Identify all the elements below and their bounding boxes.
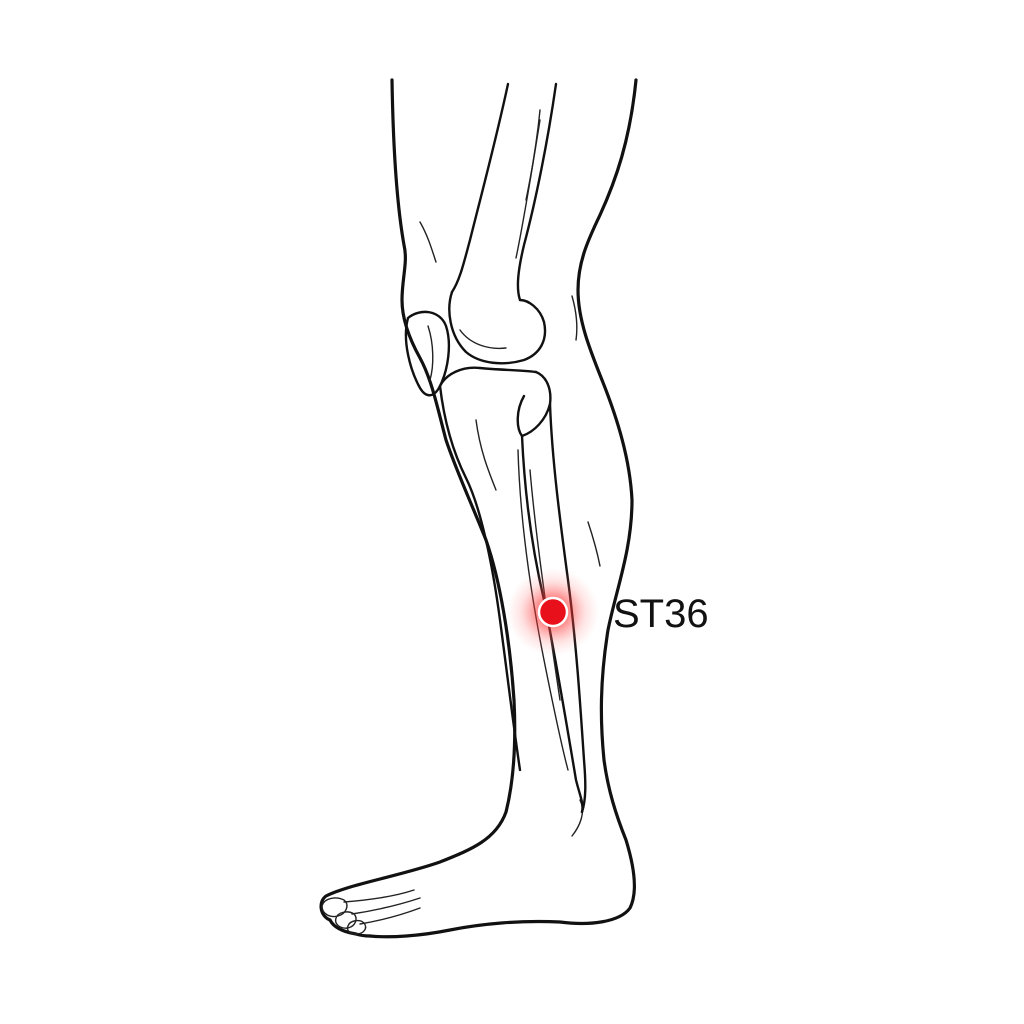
tibia-plateau [438, 366, 538, 388]
toe-2 [334, 911, 357, 929]
ankle-line [571, 799, 584, 837]
leg-front-outline [368, 78, 638, 939]
femur-inner-line-2 [525, 109, 541, 201]
femoral-condyle [448, 290, 547, 365]
knee-skin-line [419, 221, 437, 263]
knee-skin-line-2 [571, 295, 578, 341]
toe-lines [343, 889, 421, 925]
tibia-inner-line [475, 419, 497, 491]
condyle-line [459, 329, 507, 350]
toe-3 [346, 919, 367, 935]
femur-back [450, 82, 510, 294]
acupoint-label: ST36 [613, 592, 709, 636]
femur-front [516, 82, 558, 302]
patella-line [427, 325, 434, 381]
tibia-front [438, 384, 522, 772]
shin-muscle-line [587, 521, 601, 567]
acupoint-marker[interactable] [537, 596, 569, 628]
fibula-head [516, 370, 552, 438]
toe-1 [321, 897, 348, 918]
leg-back-outline [319, 78, 517, 922]
tibia-back [520, 434, 584, 814]
